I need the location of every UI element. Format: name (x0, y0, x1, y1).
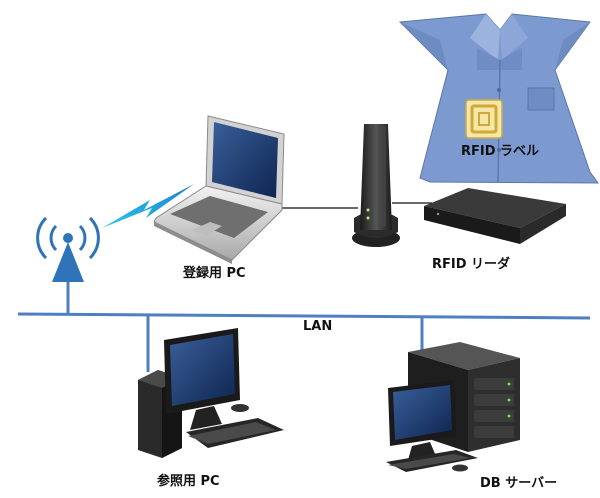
lan-backbone (17, 312, 591, 320)
rfid-label-caption: RFID ラベル (461, 144, 540, 159)
lan-network (17, 280, 591, 372)
rfid-tag-icon (465, 99, 503, 139)
wireless-beam-icon (102, 184, 194, 228)
reference-pc-caption: 参照用 PC (157, 474, 220, 489)
desktop-pc-icon (138, 328, 284, 458)
server-icon (386, 342, 520, 472)
rfid-reader-box-icon (424, 188, 566, 244)
wifi-antenna-icon (36, 216, 100, 282)
db-server-caption: DB サーバー (480, 476, 558, 491)
rfid-antenna-icon (352, 124, 400, 247)
laptop-icon (153, 115, 285, 264)
lan-caption: LAN (303, 319, 333, 334)
registration-pc-caption: 登録用 PC (183, 266, 246, 281)
rfid-reader-caption: RFID リーダ (432, 257, 511, 272)
